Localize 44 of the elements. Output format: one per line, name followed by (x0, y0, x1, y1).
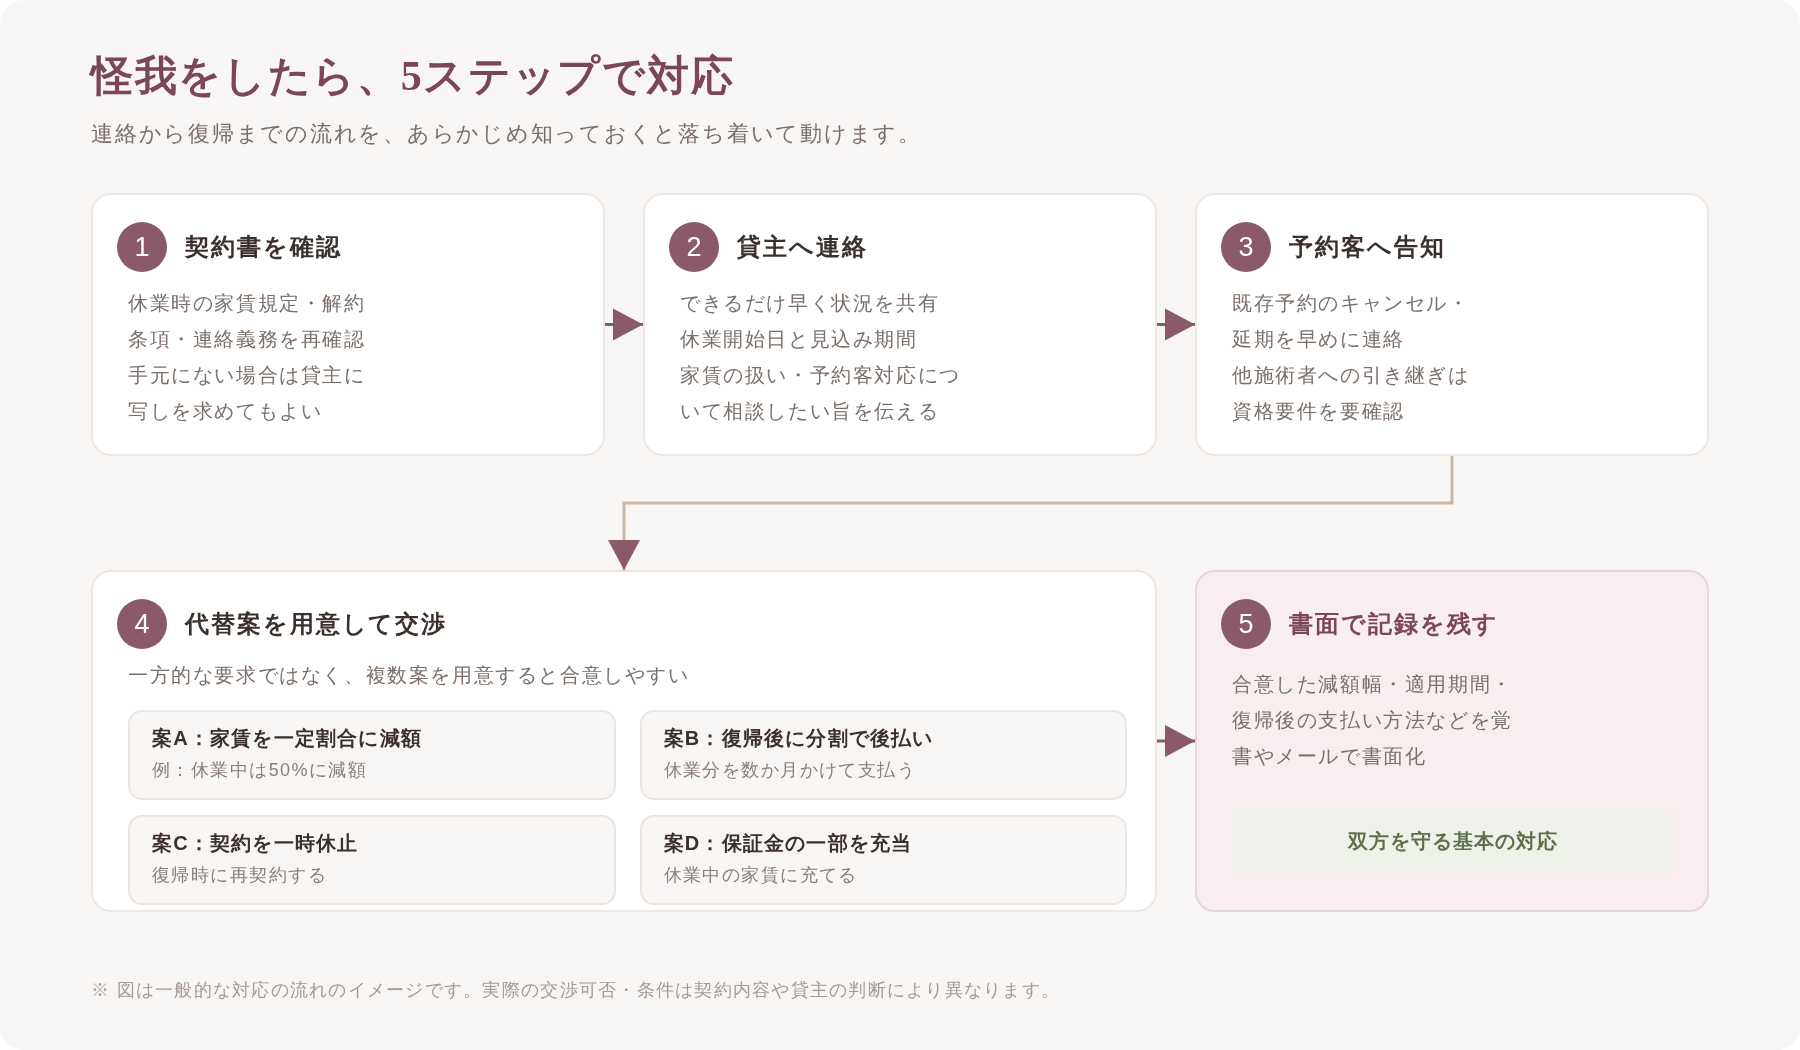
step-description: 他施術者への引き継ぎは資格要件を要確認 (1232, 363, 1471, 424)
step-heading: 代替案を用意して交渉 (185, 609, 448, 639)
option-title: 案D：保証金の一部を充当 (663, 831, 913, 856)
step-description: 一方的な要求ではなく、複数案を用意すると合意しやすい (128, 663, 690, 688)
footnote: ※ 図は一般的な対応の流れのイメージです。実際の交渉可否・条件は契約内容や貸主の判断により異なります。 (91, 979, 1061, 1002)
option-detail: 休業中の家賃に充てる (663, 864, 858, 887)
option-card (639, 710, 1127, 800)
step-number: 3 (1221, 222, 1271, 272)
step-card-highlighted (1195, 570, 1709, 912)
option-detail: 休業分を数か月かけて支払う (663, 759, 917, 782)
option-title: 案C：契約を一時休止 (152, 831, 359, 856)
step-description: 手元にない場合は貸主に写しを求めてもよい (128, 363, 367, 424)
step-number: 2 (669, 222, 719, 272)
step-heading: 契約書を確認 (185, 232, 342, 262)
option-card (639, 815, 1127, 905)
step-card (91, 570, 1157, 912)
step-heading: 書面で記録を残す (1289, 609, 1500, 639)
step-heading: 貸主へ連絡 (737, 232, 868, 262)
summary-banner: 双方を守る基本の対応 (1232, 808, 1674, 874)
step-description: 休業時の家賃規定・解約条項・連絡義務を再確認 (128, 291, 367, 352)
option-detail: 復帰時に再契約する (152, 864, 327, 887)
option-card (128, 710, 616, 800)
subtitle: 連絡から復帰までの流れを、あらかじめ知っておくと落ち着いて動けます。 (91, 120, 922, 148)
step-card (91, 193, 605, 456)
option-card (128, 815, 616, 905)
arrow (1157, 308, 1195, 341)
step-description: 合意した減額幅・適用期間・復帰後の支払い方法などを覚書やメールで書面化 (1232, 672, 1514, 769)
arrow (1157, 725, 1195, 757)
arrow (608, 456, 1454, 570)
option-title: 案A：家賃を一定割合に減額 (152, 726, 423, 751)
step-number: 5 (1221, 599, 1271, 649)
step-description: 休業開始日と見込み期間 (680, 327, 919, 352)
arrow (605, 308, 643, 341)
title: 怪我をしたら、5ステップで対応 (91, 52, 735, 101)
step-number: 4 (117, 599, 167, 649)
step-card (643, 193, 1157, 456)
step-card (1195, 193, 1709, 456)
option-detail: 例：休業中は50%に減額 (152, 759, 368, 782)
option-title: 案B：復帰後に分割で後払い (663, 726, 934, 751)
step-heading: 予約客へ告知 (1289, 232, 1446, 262)
step-description: できるだけ早く状況を共有 (680, 291, 941, 316)
step-description: 既存予約のキャンセル・延期を早めに連絡 (1232, 291, 1471, 352)
step-number: 1 (117, 222, 167, 272)
step-description: 家賃の扱い・予約客対応について相談したい旨を伝える (680, 363, 962, 424)
